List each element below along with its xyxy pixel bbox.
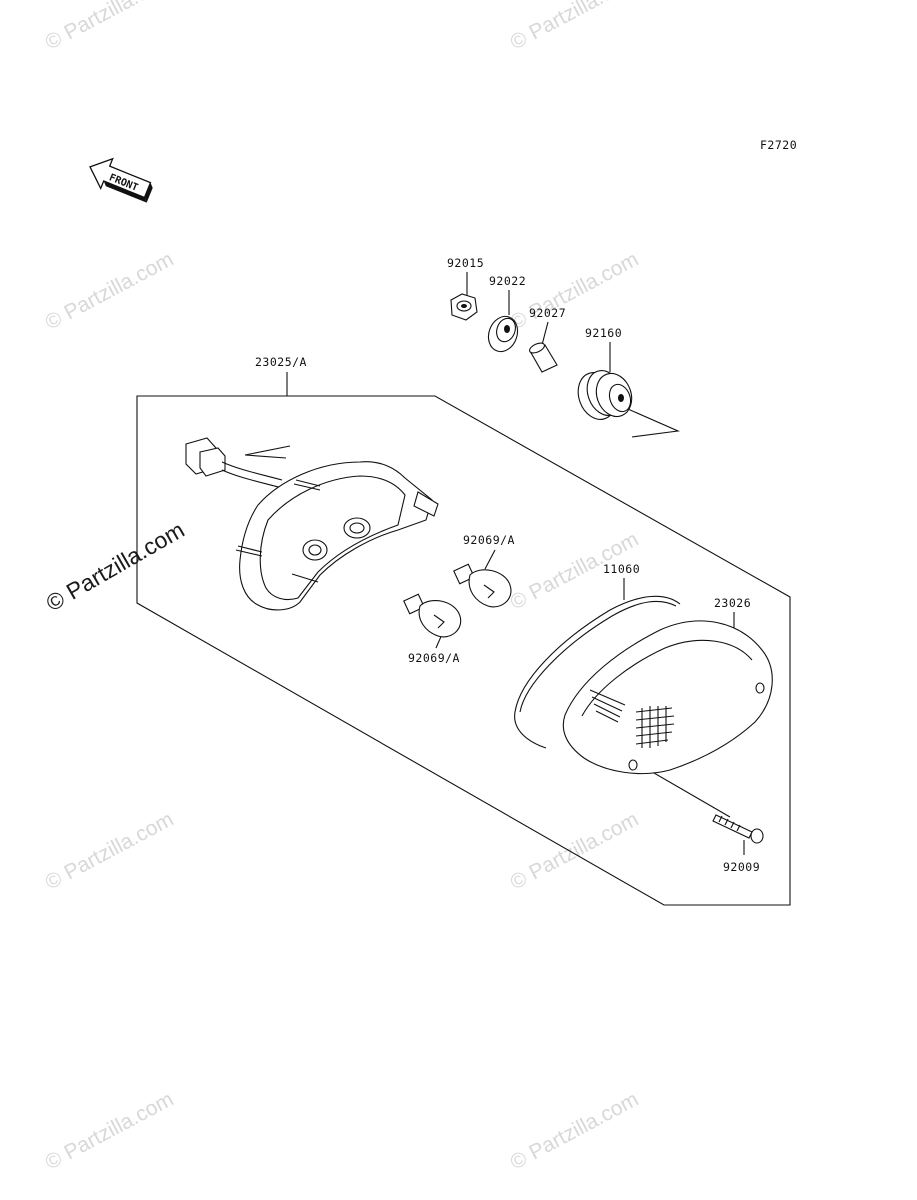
watermark: © Partzilla.com — [507, 248, 643, 335]
part-label: 23025/A — [255, 355, 307, 369]
bulb-part — [453, 563, 512, 608]
part-label: 92027 — [529, 306, 566, 320]
nut-part — [450, 293, 478, 321]
front-arrow-icon: FRONT — [89, 157, 153, 203]
watermark-dark: © Partzilla.com — [42, 516, 189, 616]
bulb-part — [403, 593, 462, 638]
washer-part — [487, 315, 519, 353]
watermark: © Partzilla.com — [507, 1088, 643, 1175]
part-label: 92069/A — [463, 533, 515, 547]
watermark: © Partzilla.com — [507, 0, 643, 54]
part-label: 92022 — [489, 274, 526, 288]
lens-part — [562, 620, 773, 775]
watermark: © Partzilla.com — [42, 248, 178, 335]
figure-code: F2720 — [760, 138, 797, 152]
part-label: 11060 — [603, 562, 640, 576]
gasket-part — [514, 595, 681, 749]
tail-lamp-housing — [185, 437, 439, 611]
part-label: 92009 — [723, 860, 760, 874]
part-label: 92015 — [447, 256, 484, 270]
part-label: 23026 — [714, 596, 751, 610]
part-label: 92069/A — [408, 651, 460, 665]
watermark: © Partzilla.com — [42, 1088, 178, 1175]
part-label: 92160 — [585, 326, 622, 340]
watermark: © Partzilla.com — [42, 808, 178, 895]
grommet-part — [577, 370, 633, 420]
assembly-outline — [136, 395, 791, 906]
screw-part — [712, 814, 764, 844]
collar-part — [529, 342, 558, 373]
watermark: © Partzilla.com — [42, 0, 178, 54]
